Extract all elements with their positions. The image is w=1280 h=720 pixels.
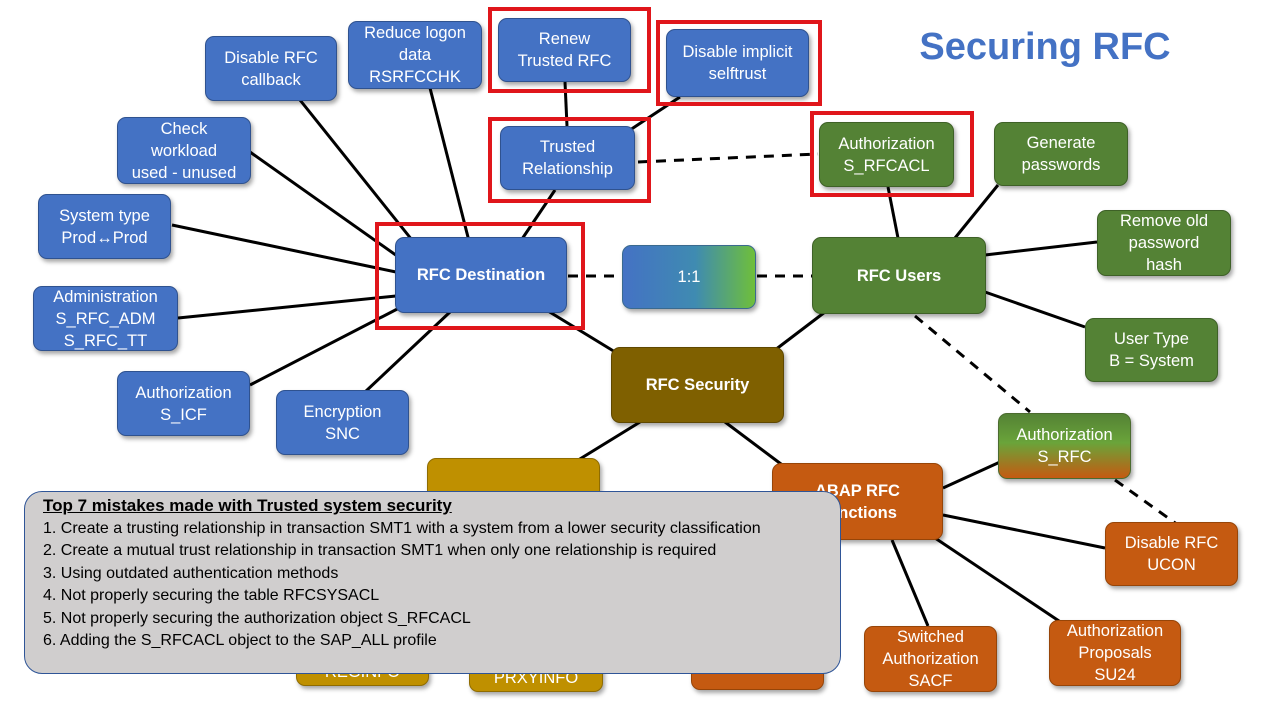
highlight-authorization-rfcacl	[810, 111, 974, 197]
list-item: 1. Create a trusting relationship in tra…	[43, 519, 761, 537]
edge-destination-admin	[177, 294, 397, 320]
list-item: 4. Not properly securing the table RFCSY…	[43, 587, 380, 604]
trusted-relationship-node: Trusted Relationship	[500, 126, 635, 190]
mistakes-list: 1. Create a trusting relationship in tra…	[43, 518, 840, 653]
mistakes-callout: Top 7 mistakes made with Trusted system …	[24, 491, 841, 674]
encryption-snc-node: Encryption SNC	[276, 390, 409, 455]
dashed-users-auth-rfc	[914, 314, 1031, 414]
rfc-users-node: RFC Users	[812, 237, 986, 314]
edge-destination-systemtype	[171, 223, 397, 274]
list-item: 2. Create a mutual trust relationship in…	[43, 542, 717, 559]
highlight-rfc-destination	[375, 222, 585, 330]
dashed-trusted-rfcacl	[637, 152, 819, 164]
edge-users-user-type	[984, 290, 1086, 329]
edge-security-abap	[724, 420, 786, 469]
edge-destination-trusted	[518, 189, 557, 243]
system-type-node: System type Prod↔Prod	[38, 194, 171, 259]
rfc-security-node: RFC Security	[611, 347, 784, 423]
diagram-title: Securing RFC	[919, 26, 1171, 68]
edge-destination-auth-icf	[249, 303, 406, 387]
edge-abap-auth-rfc	[942, 460, 1001, 490]
disable-implicit-selftrust-node: Disable implicit selftrust	[666, 29, 809, 97]
reduce-logon-data-node: Reduce logon data RSRFCCHK	[348, 21, 482, 89]
switched-authorization-node: Switched Authorization SACF	[864, 626, 997, 692]
edge-destination-reduce-logon	[428, 87, 472, 246]
user-type-node: User Type B = System	[1085, 318, 1218, 382]
edge-users-remove-hash	[984, 240, 1098, 257]
authorization-s-icf-node: Authorization S_ICF	[117, 371, 250, 436]
edge-users-security	[774, 310, 826, 352]
generate-passwords-node: Generate passwords	[994, 122, 1128, 186]
list-item: 3. Using outdated authentication methods	[43, 564, 339, 582]
edge-abap-ucon	[942, 513, 1106, 550]
disable-rfc-ucon-node: Disable RFC UCON	[1105, 522, 1238, 586]
rfc-destination-node: RFC Destination	[395, 237, 567, 313]
highlight-disable-selftrust	[656, 20, 822, 106]
edge-users-generate	[953, 184, 1000, 239]
list-item: 5. Not properly securing the authorizati…	[43, 609, 471, 627]
edge-abap-proposals	[934, 536, 1066, 627]
list-item: 6. Adding the S_RFCACL object to the SAP…	[43, 632, 437, 649]
check-workload-node: Check workload used - unused	[117, 117, 251, 184]
authorization-s-rfcacl-node: Authorization S_RFCACL	[819, 122, 954, 187]
dashed-auth-rfc-ucon	[1114, 478, 1179, 527]
administration-node: Administration S_RFC_ADM S_RFC_TT	[33, 286, 178, 351]
one-to-one-node: 1:1	[622, 245, 756, 309]
renew-trusted-rfc-node: Renew Trusted RFC	[498, 18, 631, 82]
mistakes-title: Top 7 mistakes made with Trusted system …	[43, 496, 452, 515]
authorization-proposals-node: Authorization Proposals SU24	[1049, 620, 1181, 686]
edge-destination-encryption	[363, 310, 452, 394]
highlight-trusted-relationship	[488, 117, 651, 203]
highlight-renew-trusted	[488, 7, 651, 93]
disable-rfc-callback-node: Disable RFC callback	[205, 36, 337, 101]
edge-security-gateway	[574, 420, 641, 464]
edge-abap-switched	[890, 539, 930, 627]
authorization-s-rfc-node: Authorization S_RFC	[998, 413, 1131, 479]
remove-old-password-hash-node: Remove old password hash	[1097, 210, 1231, 276]
